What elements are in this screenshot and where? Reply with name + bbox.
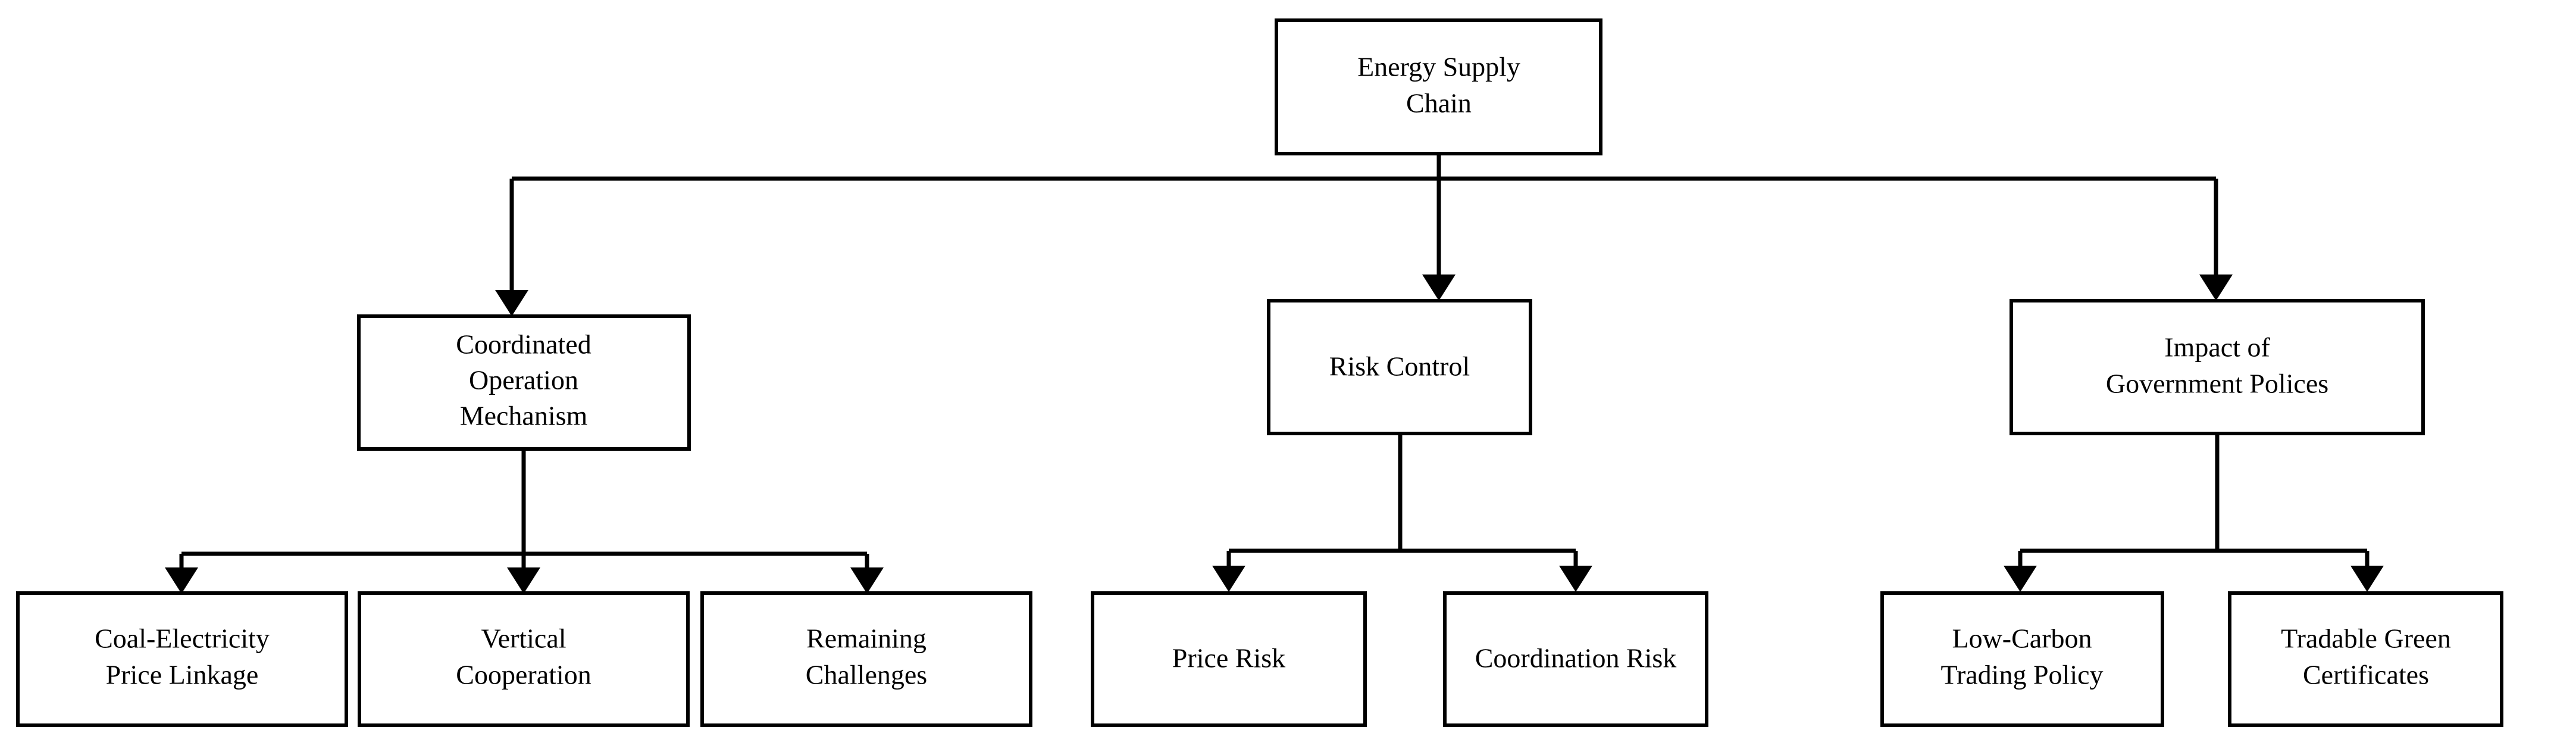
node-coordinated-operation-mechanism-label-line3: Mechanism bbox=[460, 401, 588, 431]
edge-root-to-branch1-arrowhead bbox=[495, 290, 528, 316]
node-remaining-challenges-box[interactable] bbox=[700, 591, 1032, 727]
edges-root-to-branches bbox=[495, 154, 2233, 316]
node-coal-electricity-price-linkage-label-line1: Coal-Electricity bbox=[95, 623, 270, 654]
edge-branch1-to-leaf3-arrowhead bbox=[850, 567, 884, 594]
node-risk-control-box[interactable] bbox=[1267, 299, 1532, 435]
edge-root-to-branch3-arrowhead bbox=[2199, 275, 2233, 301]
node-vertical-cooperation-box[interactable] bbox=[358, 591, 690, 727]
node-coal-electricity-price-linkage-box[interactable] bbox=[16, 591, 348, 727]
edges-branch2-to-leaves bbox=[1212, 433, 1592, 592]
node-impact-of-government-polices-label-line1: Impact of bbox=[2164, 332, 2270, 363]
node-risk-control[interactable]: Risk Control bbox=[1267, 299, 1532, 435]
node-coordinated-operation-mechanism[interactable]: Coordinated Operation Mechanism bbox=[357, 314, 691, 451]
node-coal-electricity-price-linkage-label-line2: Price Linkage bbox=[106, 660, 259, 690]
node-tradable-green-certificates[interactable]: Tradable Green Certificates bbox=[2228, 591, 2503, 727]
edge-branch2-to-leaf5-arrowhead bbox=[1559, 566, 1592, 592]
node-coordinated-operation-mechanism-label-line2: Operation bbox=[469, 365, 578, 395]
node-vertical-cooperation-label-line2: Cooperation bbox=[456, 660, 591, 690]
node-vertical-cooperation-label-line1: Vertical bbox=[481, 623, 566, 654]
node-coal-electricity-price-linkage[interactable]: Coal-Electricity Price Linkage bbox=[16, 591, 348, 727]
edge-branch3-to-leaf7-arrowhead bbox=[2350, 566, 2384, 592]
edge-branch1-to-leaf1-arrowhead bbox=[165, 567, 198, 594]
node-impact-of-government-polices[interactable]: Impact of Government Polices bbox=[2010, 299, 2425, 435]
node-impact-of-government-polices-label-line2: Government Polices bbox=[2106, 369, 2328, 399]
node-coordinated-operation-mechanism-box[interactable] bbox=[357, 314, 691, 451]
edge-root-to-branch2-arrowhead bbox=[1422, 275, 1456, 301]
node-price-risk-label-line1: Price Risk bbox=[1172, 643, 1285, 673]
edges-branch1-to-leaves bbox=[165, 449, 884, 594]
node-coordination-risk-label-line1: Coordination Risk bbox=[1475, 643, 1677, 673]
node-low-carbon-trading-policy-box[interactable] bbox=[1880, 591, 2164, 727]
node-low-carbon-trading-policy-label-line2: Trading Policy bbox=[1940, 660, 2103, 690]
node-impact-of-government-polices-box[interactable] bbox=[2010, 299, 2425, 435]
node-tradable-green-certificates-label-line1: Tradable Green bbox=[2281, 623, 2451, 654]
node-price-risk[interactable]: Price Risk bbox=[1091, 591, 1367, 727]
node-coordinated-operation-mechanism-label-line1: Coordinated bbox=[456, 329, 591, 360]
node-energy-supply-chain-label-line1: Energy Supply bbox=[1357, 52, 1520, 82]
edge-branch2-to-leaf4-arrowhead bbox=[1212, 566, 1245, 592]
node-remaining-challenges[interactable]: Remaining Challenges bbox=[700, 591, 1032, 727]
edges-branch3-to-leaves bbox=[2004, 433, 2384, 592]
node-tradable-green-certificates-box[interactable] bbox=[2228, 591, 2503, 727]
edge-branch1-to-leaf2-arrowhead bbox=[507, 567, 540, 594]
node-energy-supply-chain[interactable]: Energy Supply Chain bbox=[1275, 18, 1602, 155]
edge-branch3-to-leaf6-arrowhead bbox=[2004, 566, 2037, 592]
node-coordination-risk[interactable]: Coordination Risk bbox=[1443, 591, 1708, 727]
node-energy-supply-chain-box[interactable] bbox=[1275, 18, 1602, 155]
node-risk-control-label-line1: Risk Control bbox=[1329, 351, 1470, 382]
node-price-risk-box[interactable] bbox=[1091, 591, 1367, 727]
node-tradable-green-certificates-label-line2: Certificates bbox=[2303, 660, 2429, 690]
node-coordination-risk-box[interactable] bbox=[1443, 591, 1708, 727]
node-energy-supply-chain-label-line2: Chain bbox=[1406, 88, 1472, 118]
node-remaining-challenges-label-line2: Challenges bbox=[806, 660, 927, 690]
node-low-carbon-trading-policy[interactable]: Low-Carbon Trading Policy bbox=[1880, 591, 2164, 727]
node-vertical-cooperation[interactable]: Vertical Cooperation bbox=[358, 591, 690, 727]
node-low-carbon-trading-policy-label-line1: Low-Carbon bbox=[1952, 623, 2092, 654]
node-remaining-challenges-label-line1: Remaining bbox=[806, 623, 927, 654]
